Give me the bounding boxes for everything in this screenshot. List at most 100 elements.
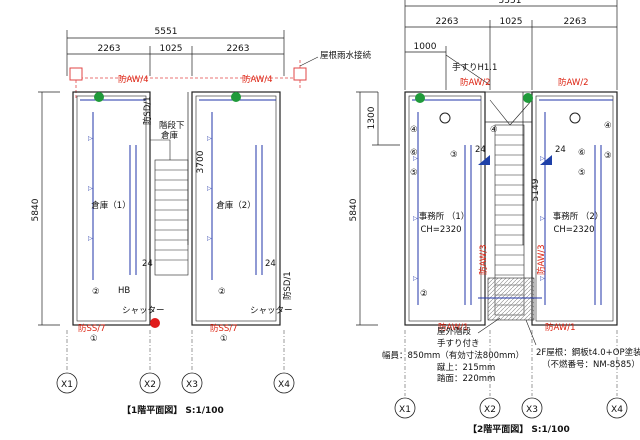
ac-unit-icon xyxy=(231,92,241,102)
label-circle-1a: ① xyxy=(90,334,98,344)
dim-right-1f: 2263 xyxy=(227,44,250,54)
label-circle-2b: ② xyxy=(218,287,226,297)
drain-box-right xyxy=(293,67,307,81)
ac-unit-icon xyxy=(523,93,533,103)
axis-x2-2f: X2 xyxy=(484,405,496,415)
triangle-marker-icon xyxy=(478,155,490,165)
label-stair-under: 階段下 xyxy=(159,120,185,131)
arrow-marks-2f: ▷▷▷ ▷▷▷ xyxy=(413,155,545,282)
label-ch-2: CH=2320 xyxy=(553,225,594,235)
dim-stair-1f: 3700 xyxy=(196,150,206,173)
label-hb: HB xyxy=(118,286,130,296)
dim-left-2f: 2263 xyxy=(436,17,459,27)
label-stair-under-2: 倉庫 xyxy=(161,130,179,141)
label-roof-1: 2F屋根：鋼板t4.0+OP塗装 xyxy=(536,347,640,358)
grid-markers-2f xyxy=(394,397,628,419)
label-room-1: 倉庫（1） xyxy=(91,200,130,211)
label-ss7-left: 防SS/7 xyxy=(78,323,106,334)
label-c4c: ④ xyxy=(604,121,612,131)
label-ch-1: CH=2320 xyxy=(420,225,461,235)
label-aw2-right: 防AW/2 xyxy=(558,77,589,88)
label-24-right: 24 xyxy=(265,259,276,269)
axis-x3-1f: X3 xyxy=(186,380,198,390)
grid-markers-1f xyxy=(56,372,295,394)
fixture-circle-icon xyxy=(439,112,451,124)
label-handrail-inc: 手すり付き xyxy=(437,338,480,349)
label-ext-stair: 屋外階段 xyxy=(437,326,472,337)
svg-text:▷: ▷ xyxy=(88,185,93,192)
label-rise: 蹴上：215mm xyxy=(437,362,495,373)
label-c3b: ③ xyxy=(604,151,612,161)
label-c4a: ④ xyxy=(410,125,418,135)
label-c5b: ⑤ xyxy=(578,168,586,178)
axis-x3-2f: X3 xyxy=(526,405,538,415)
label-width: 幅員：850mm（有効寸法800mm） xyxy=(382,350,524,361)
stair-1f xyxy=(150,139,189,276)
label-24-left-2f: 24 xyxy=(475,145,486,155)
grid-lines-2f xyxy=(404,330,618,396)
axis-x2-1f: X2 xyxy=(144,380,156,390)
dim-overall-1f: 5551 xyxy=(155,27,178,37)
svg-text:▷: ▷ xyxy=(413,215,418,222)
dim-overall-2f: 5551 xyxy=(499,0,522,6)
svg-text:▷: ▷ xyxy=(207,235,212,242)
label-office-1: 事務所 （1） xyxy=(419,211,470,222)
svg-text:▷: ▷ xyxy=(88,135,93,142)
red-marker-icon xyxy=(150,318,160,328)
landing-hatch xyxy=(487,277,535,321)
fixture-circle-icon xyxy=(569,112,581,124)
dim-upper-2f: 1300 xyxy=(367,106,377,129)
label-office-2: 事務所 （2） xyxy=(553,211,604,222)
label-c3a: ③ xyxy=(450,150,458,160)
dim-right-2f: 2263 xyxy=(564,17,587,27)
plan-1f: 5551 2263 1025 2263 5840 3700 屋根雨水接続 xyxy=(31,27,372,416)
label-24-left: 24 xyxy=(142,259,153,269)
label-aw4-left: 防AW/4 xyxy=(118,74,149,85)
svg-text:▷: ▷ xyxy=(540,155,545,162)
axis-x4-1f: X4 xyxy=(278,380,290,390)
label-aw1-right: 防AW/1 xyxy=(545,322,576,333)
dim-center-1f: 1025 xyxy=(160,44,183,54)
label-shutter-a: シャッター xyxy=(122,306,165,316)
interior-blue-1f xyxy=(80,99,276,280)
label-tread: 踏面：220mm xyxy=(437,373,495,384)
svg-text:▷: ▷ xyxy=(88,235,93,242)
axis-x1-1f: X1 xyxy=(61,380,73,390)
label-room-2: 倉庫（2） xyxy=(216,200,255,211)
axis-x4-2f: X4 xyxy=(611,405,623,415)
grid-lines-1f xyxy=(66,330,285,372)
label-circle-1b: ① xyxy=(220,334,228,344)
label-sd1-upper: 防SD/1 xyxy=(142,96,153,125)
svg-text:▷: ▷ xyxy=(540,275,545,282)
label-aw1-left: 防AW/1 xyxy=(438,322,469,333)
label-24-right-2f: 24 xyxy=(555,145,566,155)
label-roof-drain: 屋根雨水接続 xyxy=(320,50,372,61)
label-sd1-lower: 防SD/1 xyxy=(282,271,293,300)
svg-text:▷: ▷ xyxy=(413,275,418,282)
label-c6a: ⑥ xyxy=(410,148,418,158)
label-shutter-b: シャッター xyxy=(250,306,293,316)
drain-box-left xyxy=(69,67,83,81)
dimensions-2f xyxy=(356,0,618,326)
plan-2f: 5551 2263 1025 2263 1000 5840 1300 5149 … xyxy=(349,0,640,435)
label-circle-2a: ② xyxy=(92,287,100,297)
title-1f: 【1階平面図】 S:1/100 xyxy=(122,404,224,416)
label-ss7-right: 防SS/7 xyxy=(210,323,238,334)
dim-left-1f: 2263 xyxy=(98,44,121,54)
svg-text:▷: ▷ xyxy=(540,215,545,222)
label-c2-2f: ② xyxy=(420,289,428,299)
label-c4b: ④ xyxy=(490,125,498,135)
label-handrail: 手すりH1.1 xyxy=(452,62,497,73)
triangle-marker-icon xyxy=(540,155,552,165)
ac-unit-icon xyxy=(415,93,425,103)
label-aw3-right: 防AW/3 xyxy=(536,244,547,275)
svg-text:▷: ▷ xyxy=(207,135,212,142)
label-roof-2: （不燃番号：NM-8585） xyxy=(542,359,640,370)
label-aw2-left: 防AW/2 xyxy=(460,77,491,88)
dim-height-2f: 5840 xyxy=(349,198,359,221)
ac-unit-icon xyxy=(94,92,104,102)
axis-x1-2f: X1 xyxy=(399,405,411,415)
arrow-marks-1f: ▷▷▷ ▷▷▷ xyxy=(88,135,212,242)
label-c5a: ⑤ xyxy=(410,168,418,178)
